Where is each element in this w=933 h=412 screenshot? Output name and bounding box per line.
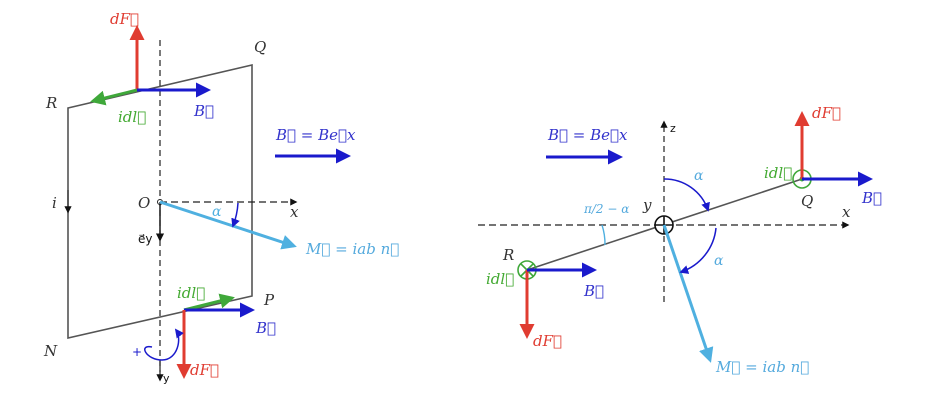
current-label: i xyxy=(52,194,57,212)
r-field-label: B⃗ xyxy=(583,282,604,300)
bottom-current-element-arrow xyxy=(183,293,235,312)
q-force-label: dF⃗ xyxy=(812,104,841,122)
complement-angle-arc xyxy=(601,224,606,246)
right-moment-vector xyxy=(662,224,714,363)
angle-arc-top xyxy=(663,178,710,212)
current-loop-frame xyxy=(67,63,253,340)
r-element-label: idl⃗ xyxy=(486,270,514,288)
angle-top-label: α xyxy=(694,168,704,184)
complement-angle-label: π/2 − α xyxy=(583,202,629,216)
angle-arc-bottom xyxy=(679,227,717,274)
bottom-field-label: B⃗ xyxy=(255,319,276,337)
left-figure: Q R N P O i x y e⃗y + α dF⃗ idl⃗ B⃗ B⃗ =… xyxy=(43,10,399,385)
top-current-element-arrow xyxy=(90,88,138,106)
point-label-r-right: R xyxy=(502,246,514,264)
unit-vector-label: e⃗y xyxy=(138,232,152,246)
right-figure: B⃗ = Be⃗x z x y α α π/2 − α Q R idl⃗ dF⃗… xyxy=(478,104,882,376)
moment-vector xyxy=(159,200,297,250)
bottom-force-label: dF⃗ xyxy=(190,361,219,379)
right-field-equation-label: B⃗ = Be⃗x xyxy=(547,126,628,144)
origin-label: O xyxy=(138,194,150,212)
x-axis-label: x xyxy=(290,203,299,221)
top-force-label: dF⃗ xyxy=(110,10,139,28)
z-axis-label: z xyxy=(670,122,676,135)
right-x-axis-label: x xyxy=(842,203,851,221)
y-axis-label: y xyxy=(163,372,170,385)
right-y-axis-label: y xyxy=(642,196,652,214)
point-label-r: R xyxy=(45,94,57,112)
top-element-label: idl⃗ xyxy=(118,108,146,126)
point-label-p: P xyxy=(263,291,275,309)
field-equation-label: B⃗ = Be⃗x xyxy=(275,126,356,144)
point-label-q-right: Q xyxy=(801,192,813,210)
q-element-label: idl⃗ xyxy=(764,164,792,182)
r-force-label: dF⃗ xyxy=(533,332,562,350)
angle-label: α xyxy=(212,204,222,220)
rotation-sign-arc xyxy=(144,328,184,361)
right-moment-equation-label: M⃗ = iab n⃗ xyxy=(715,358,809,376)
angle-arc-alpha xyxy=(231,202,240,228)
moment-equation-label: M⃗ = iab n⃗ xyxy=(305,240,399,258)
top-field-label: B⃗ xyxy=(193,102,214,120)
rotation-sign-label: + xyxy=(132,345,142,359)
angle-bottom-label: α xyxy=(714,253,724,269)
point-label-q: Q xyxy=(254,38,266,56)
bottom-element-label: idl⃗ xyxy=(177,284,205,302)
point-label-n: N xyxy=(43,342,58,360)
q-field-label: B⃗ xyxy=(861,189,882,207)
